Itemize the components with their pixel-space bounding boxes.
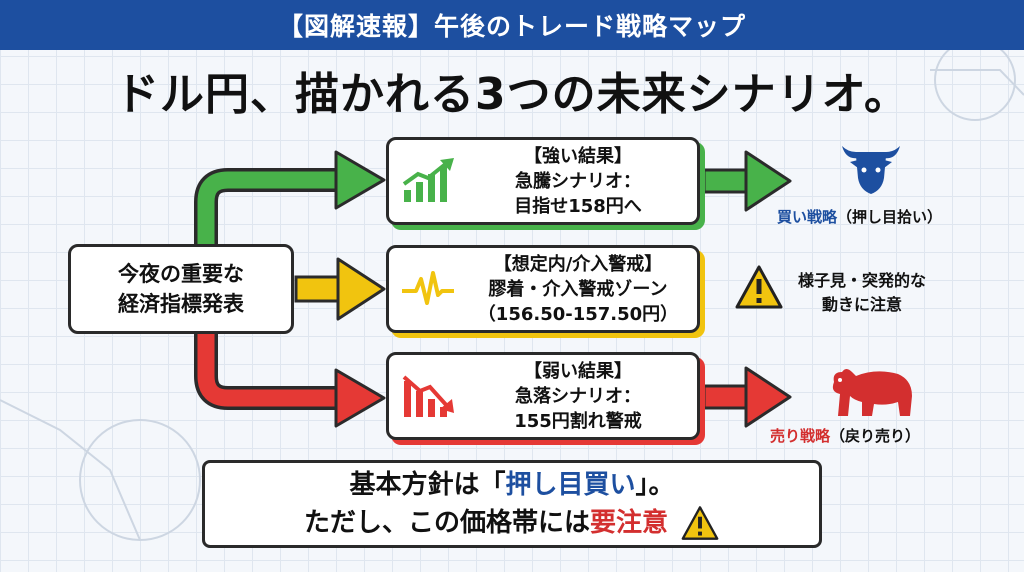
bear-icon [832, 369, 912, 416]
policy-box: 基本方針は「押し目買い」。 ただし、この価格帯には要注意 [202, 460, 822, 548]
warning-icon [681, 506, 719, 540]
scenario-neutral-line2: （156.50-157.50円） [477, 303, 679, 325]
scenario-strong-line1: 急騰シナリオ： [515, 170, 641, 192]
arrow-to-sell [702, 384, 752, 410]
falling-chart-icon [389, 373, 467, 419]
scenario-weak-box: 【弱い結果】 急落シナリオ： 155円割れ警戒 [386, 352, 700, 440]
buy-strategy-strong: 買い戦略 [777, 208, 838, 226]
policy-text-a: 基本方針は「 [349, 470, 506, 500]
scenario-weak-line2: 155円割れ警戒 [514, 410, 642, 432]
source-event-box: 今夜の重要な 経済指標発表 [68, 244, 294, 334]
scenario-neutral-line1: 膠着・介入警戒ゾーン [488, 278, 668, 300]
header-banner: 【図解速報】午後のトレード戦略マップ [0, 0, 1024, 50]
neutral-note-line2: 動きに注意 [822, 295, 903, 314]
sell-strategy-label: 売り戦略（戻り売り） [770, 425, 920, 446]
scenario-weak-title: 【弱い結果】 [524, 360, 632, 382]
banner-title: 【図解速報】午後のトレード戦略マップ [277, 12, 746, 41]
pulse-line-icon [389, 269, 467, 309]
policy-highlight-buy-dips: 押し目買い [505, 470, 636, 500]
arrow-to-weak [194, 334, 340, 410]
source-line1: 今夜の重要な [118, 262, 244, 286]
buy-strategy-note: （押し目拾い） [837, 208, 943, 226]
policy-text-b: 」。 [635, 470, 675, 500]
arrow-to-strong [194, 168, 340, 244]
neutral-note-line1: 様子見・突発的な [798, 271, 927, 290]
scenario-strong-line2: 目指せ158円へ [514, 195, 642, 217]
bull-icon [842, 146, 900, 194]
scenario-weak-line1: 急落シナリオ： [515, 385, 641, 407]
sell-strategy-strong: 売り戦略 [770, 427, 831, 445]
arrow-to-neutral [294, 275, 344, 303]
scenario-neutral-title: 【想定内/介入警戒】 [493, 253, 663, 275]
rising-chart-icon [389, 158, 467, 204]
policy-text-c: ただし、この価格帯には [303, 508, 590, 538]
scenario-neutral-box: 【想定内/介入警戒】 膠着・介入警戒ゾーン （156.50-157.50円） [386, 245, 700, 333]
buy-strategy-label: 買い戦略（押し目拾い） [777, 206, 942, 227]
scenario-strong-box: 【強い結果】 急騰シナリオ： 目指せ158円へ [386, 137, 700, 225]
policy-line2: ただし、この価格帯には要注意 [304, 504, 720, 542]
warning-icon [735, 265, 783, 309]
source-line2: 経済指標発表 [118, 292, 244, 316]
page-title: ドル円、描かれる3つの未来シナリオ。 [115, 69, 909, 120]
policy-line1: 基本方針は「押し目買い」。 [349, 466, 674, 504]
neutral-strategy-note: 様子見・突発的な 動きに注意 [798, 269, 926, 317]
scenario-strong-title: 【強い結果】 [524, 145, 632, 167]
arrow-to-buy [702, 168, 752, 194]
sell-strategy-note: （戻り売り） [830, 427, 921, 445]
policy-highlight-caution: 要注意 [590, 508, 669, 538]
